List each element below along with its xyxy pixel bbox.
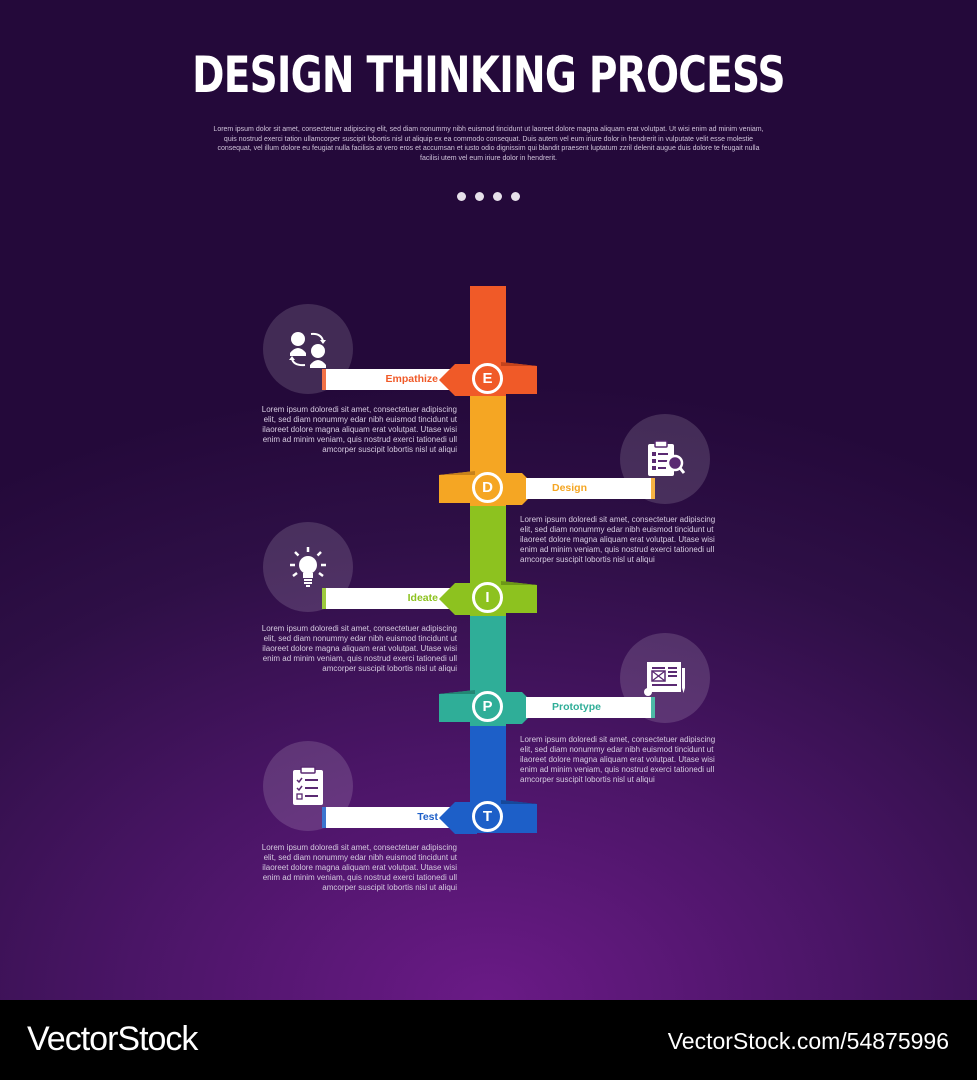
blueprint-icon <box>644 662 685 696</box>
step-label-text: Ideate <box>407 592 438 604</box>
watermark-bar: VectorStock VectorStock.com/54875996 <box>0 1000 977 1080</box>
step-letter-e: E <box>472 363 503 394</box>
page-title: DESIGN THINKING PROCESS <box>192 46 785 104</box>
step-letter-t: T <box>472 801 503 832</box>
label-edge <box>322 807 326 828</box>
dot <box>511 192 520 201</box>
dot <box>475 192 484 201</box>
step-letter-i: I <box>472 582 503 613</box>
step-label-text: Design <box>552 482 588 494</box>
step-description-design: Lorem ipsum doloredi sit amet, consectet… <box>520 515 716 564</box>
icon-circle-test <box>263 741 353 831</box>
label-edge <box>651 697 655 718</box>
clipboard-checklist-icon <box>293 766 323 805</box>
step-description-ideate: Lorem ipsum doloredi sit amet, consectet… <box>261 624 457 673</box>
fold-flap <box>439 471 475 503</box>
step-letter-p: P <box>472 691 503 722</box>
dot <box>493 192 502 201</box>
lightbulb-icon <box>290 547 326 587</box>
pagination-dots <box>457 192 520 201</box>
arrow-cap <box>439 364 477 396</box>
step-label-test: Test <box>322 807 472 828</box>
fold-flap <box>501 581 537 613</box>
fold-flap <box>439 690 475 722</box>
people-exchange-icon <box>289 332 326 368</box>
watermark-logo: VectorStock <box>27 1020 198 1058</box>
step-label-text: Empathize <box>385 373 438 385</box>
step-description-empathize: Lorem ipsum doloredi sit amet, consectet… <box>261 405 457 454</box>
label-edge <box>322 588 326 609</box>
step-label-prototype: Prototype <box>526 697 655 718</box>
watermark-id: VectorStock.com/54875996 <box>667 1028 949 1054</box>
icon-circle-ideate <box>263 522 353 612</box>
checklist-search-icon <box>648 440 686 476</box>
label-edge <box>322 369 326 390</box>
page-subtitle: Lorem ipsum dolor sit amet, consectetuer… <box>213 126 764 162</box>
step-description-prototype: Lorem ipsum doloredi sit amet, consectet… <box>520 735 716 784</box>
arrow-cap <box>439 583 477 615</box>
dot <box>457 192 466 201</box>
label-edge <box>651 478 655 499</box>
icon-circle-design <box>620 414 710 504</box>
step-label-ideate: Ideate <box>322 588 472 609</box>
step-label-text: Test <box>417 811 438 823</box>
step-label-design: Design <box>526 478 655 499</box>
icon-circle-empathize <box>263 304 353 394</box>
fold-flap <box>501 362 537 394</box>
step-label-empathize: Empathize <box>322 369 472 390</box>
step-description-test: Lorem ipsum doloredi sit amet, consectet… <box>261 843 457 892</box>
step-letter-d: D <box>472 472 503 503</box>
step-label-text: Prototype <box>552 701 602 713</box>
fold-flap <box>501 800 537 833</box>
infographic-canvas: DESIGN THINKING PROCESS Lorem ipsum dolo… <box>0 0 977 1000</box>
arrow-cap <box>439 802 477 834</box>
icon-circle-prototype <box>620 633 710 723</box>
